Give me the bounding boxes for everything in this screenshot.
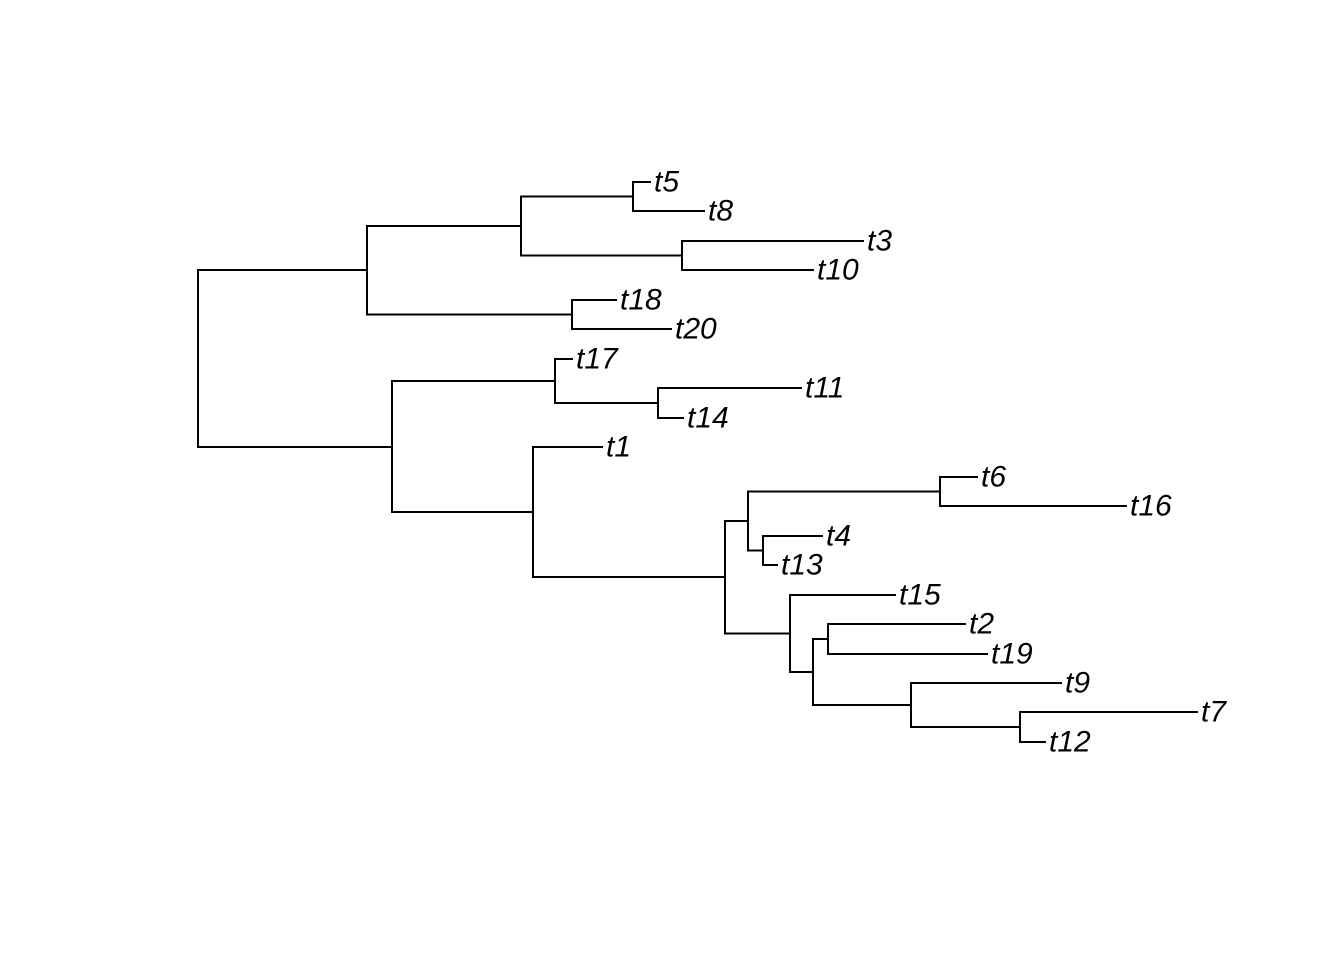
tip-label-t19: t19	[991, 638, 1033, 671]
tip-label-t2: t2	[969, 608, 994, 641]
tip-label-t4: t4	[826, 520, 851, 553]
tip-label-t18: t18	[620, 284, 662, 317]
tip-label-t14: t14	[687, 402, 729, 435]
tip-label-t20: t20	[675, 313, 717, 346]
tip-label-t7: t7	[1201, 696, 1227, 729]
tip-label-t8: t8	[708, 195, 733, 228]
tip-label-t17: t17	[576, 343, 619, 376]
tip-label-t13: t13	[781, 549, 823, 582]
tip-label-t15: t15	[899, 579, 941, 612]
tip-label-t1: t1	[606, 431, 631, 464]
tip-label-t11: t11	[805, 372, 844, 405]
tip-label-t10: t10	[817, 254, 859, 287]
tip-label-t9: t9	[1065, 667, 1090, 700]
tip-label-t12: t12	[1049, 726, 1091, 759]
tip-label-t3: t3	[867, 225, 892, 258]
tip-label-t16: t16	[1130, 490, 1172, 523]
tip-label-t5: t5	[654, 166, 679, 199]
tip-label-t6: t6	[981, 461, 1006, 494]
